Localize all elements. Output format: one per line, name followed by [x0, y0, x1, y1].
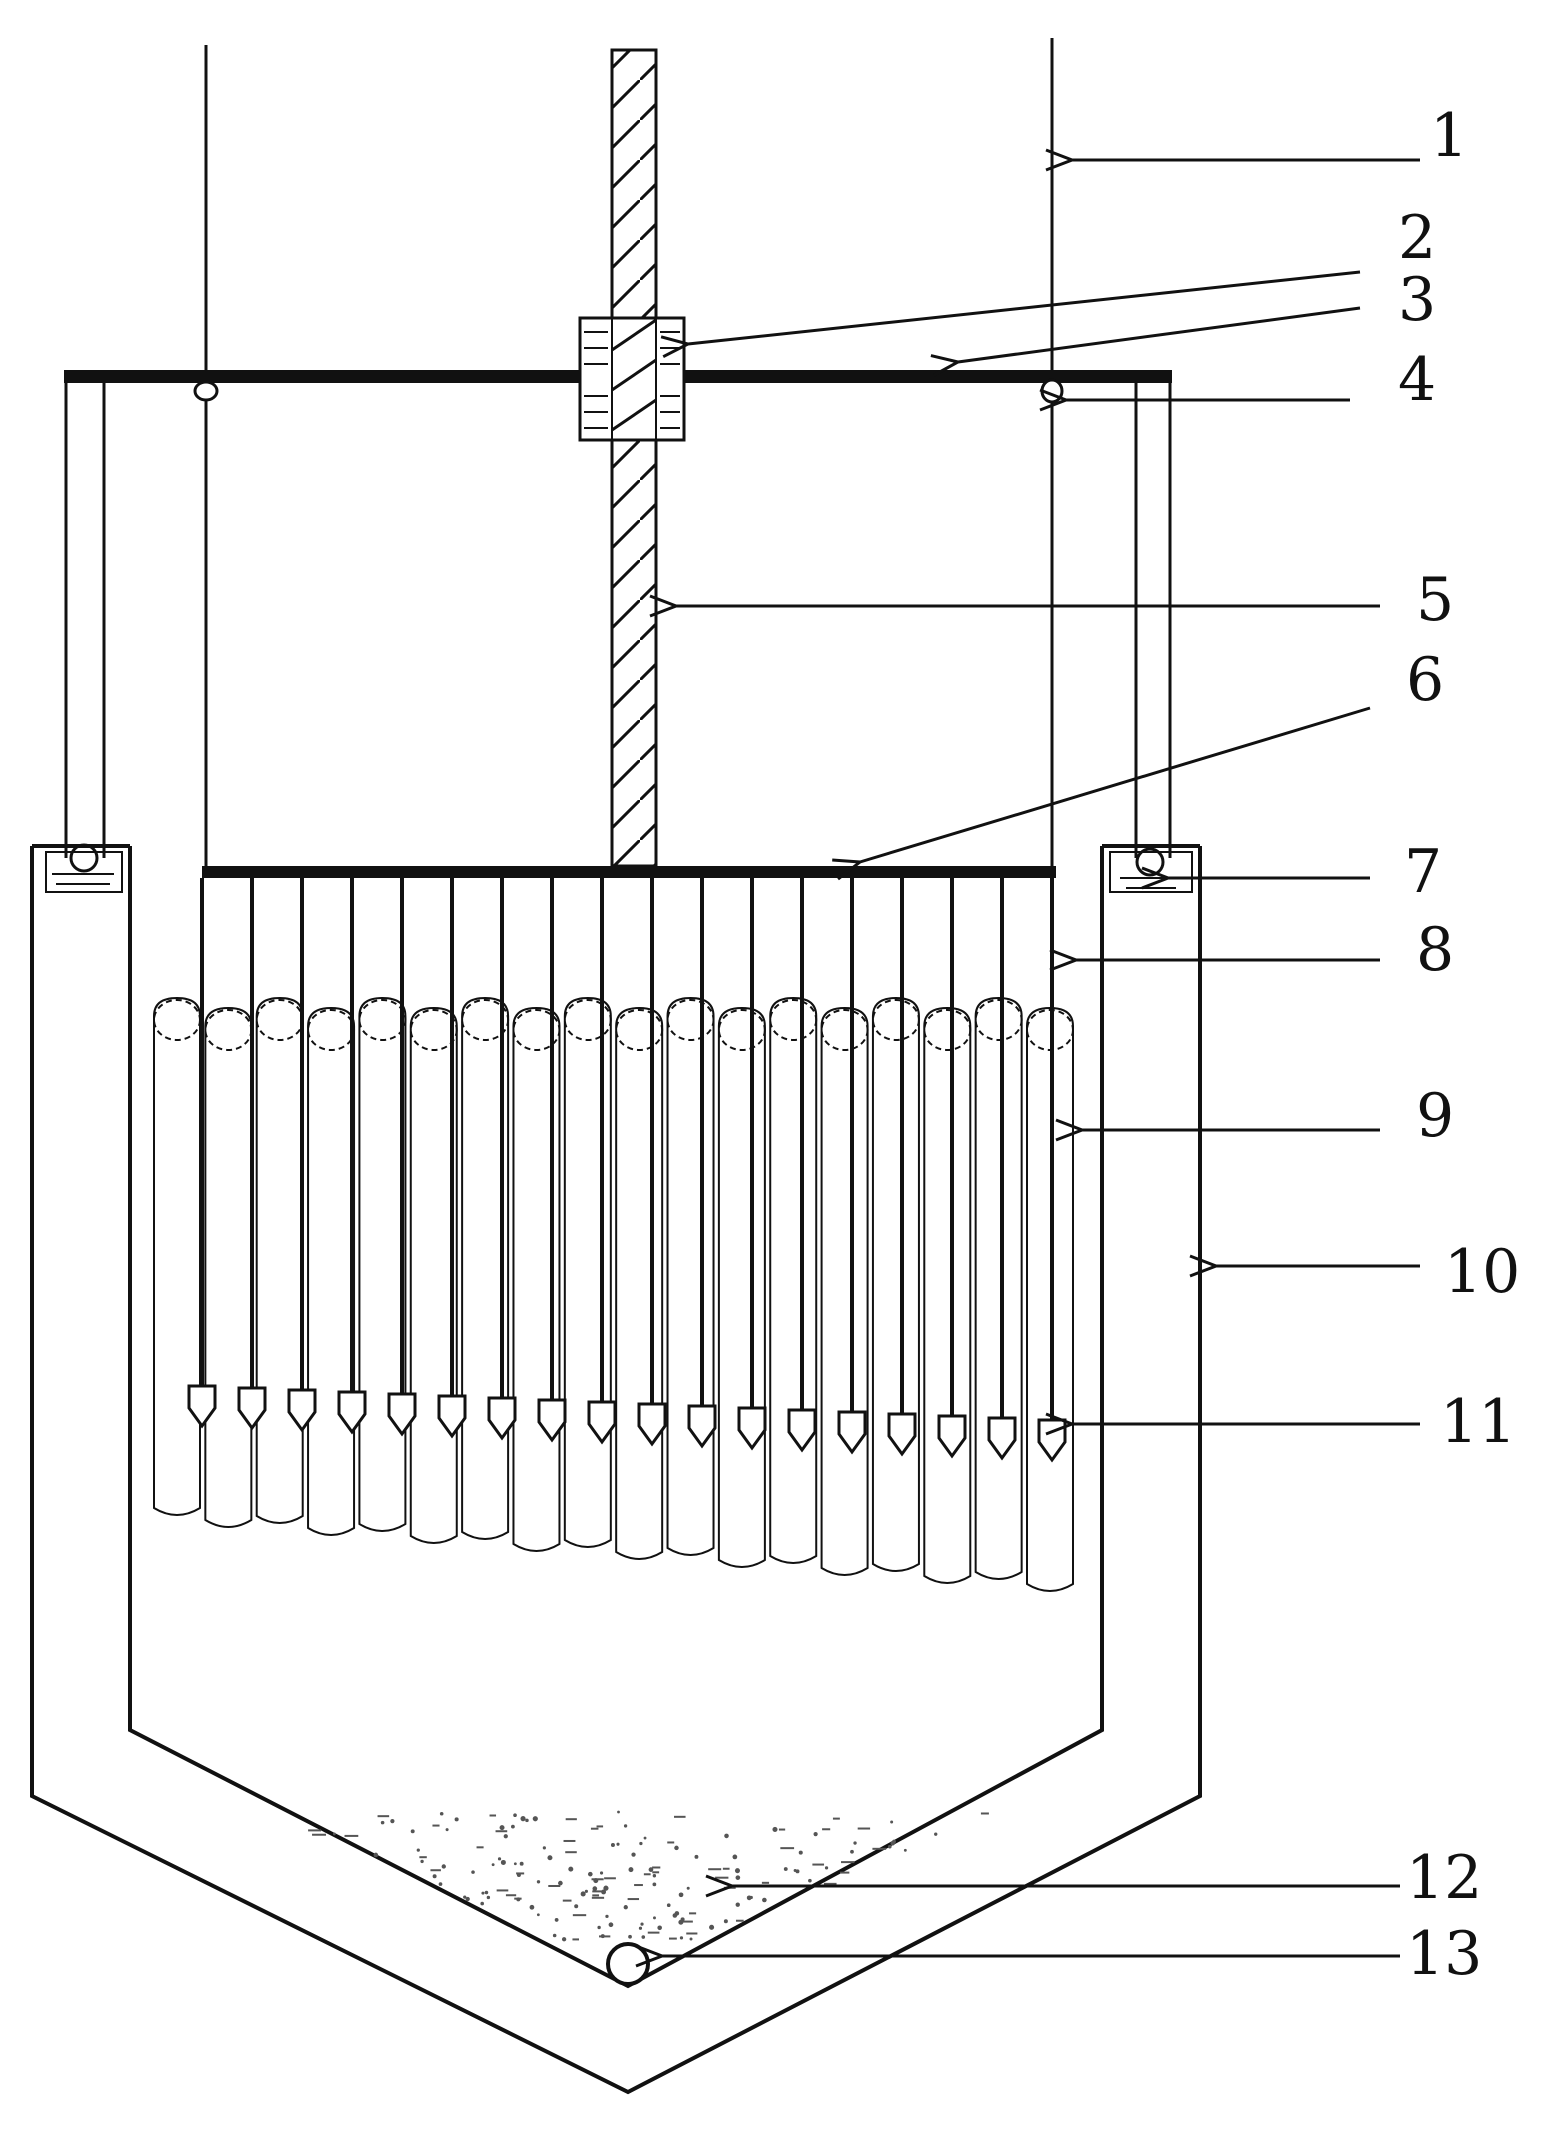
electrode-tip: [337, 1390, 367, 1435]
sleeve-cylinder: [255, 996, 304, 1524]
electrode-tip: [987, 1416, 1017, 1461]
sleeve-cylinder: [153, 996, 201, 1516]
electrode-tip: [637, 1402, 667, 1447]
leader-2: [688, 270, 1361, 344]
callout-3: 3: [1398, 265, 1436, 335]
sleeve-cylinder-top: [820, 1009, 869, 1051]
electrode-tip: [537, 1398, 567, 1443]
leader-3: [958, 306, 1361, 362]
sleeve-cylinder: [666, 996, 715, 1556]
electrode-tip: [437, 1394, 467, 1439]
sleeve-cylinder-top: [307, 1009, 356, 1051]
electrode-tip: [187, 1384, 217, 1429]
sleeve-cylinder-top: [204, 1009, 253, 1051]
sleeve-cylinder-top: [615, 1009, 664, 1051]
drain-valve[interactable]: [606, 1942, 650, 1986]
callout-9: 9: [1416, 1081, 1454, 1151]
lower-plate: [202, 866, 1056, 878]
callout-4: 4: [1398, 345, 1436, 415]
electrode-tip: [1037, 1418, 1067, 1463]
screw-rod: [610, 48, 658, 868]
callout-10: 10: [1444, 1237, 1520, 1307]
sleeve-cylinder-top: [153, 999, 201, 1041]
sleeve-cylinder-top: [871, 999, 920, 1041]
electrode-tip: [587, 1400, 617, 1445]
callout-1: 1: [1430, 101, 1468, 171]
sleeve-cylinder: [923, 1006, 972, 1584]
callout-2: 2: [1398, 203, 1436, 273]
sleeve-cylinder: [461, 996, 510, 1540]
sediment: [308, 1810, 989, 1942]
outer-vessel: [30, 846, 1202, 2095]
sleeve-cylinder: [358, 996, 407, 1532]
callout-12: 12: [1406, 1843, 1482, 1913]
nut-sleeve: [578, 316, 686, 442]
sleeve-cylinder: [409, 1006, 458, 1544]
electrode-tip: [887, 1412, 917, 1457]
callout-8: 8: [1416, 915, 1454, 985]
sleeve-cylinder: [563, 996, 612, 1548]
sleeve-cylinder-top: [461, 999, 510, 1041]
callout-5: 5: [1416, 565, 1454, 635]
sleeve-cylinder: [769, 996, 818, 1564]
electrode-tip: [787, 1408, 817, 1453]
sleeve-cylinder-top: [717, 1009, 766, 1051]
electrode-tip: [487, 1396, 517, 1441]
sleeve-cylinder: [820, 1006, 869, 1576]
sleeve-cylinder-top: [666, 999, 715, 1041]
sleeve-cylinder-top: [563, 999, 612, 1041]
electrode-tip: [937, 1414, 967, 1459]
sleeve-cylinder-top: [512, 1009, 561, 1051]
sleeve-cylinder: [615, 1006, 664, 1560]
sleeve-cylinder: [204, 1006, 253, 1528]
leader-6: [860, 706, 1371, 862]
callout-11: 11: [1440, 1387, 1516, 1457]
sleeve-cylinder-top: [409, 1009, 458, 1051]
sleeve-cylinder-top: [974, 999, 1023, 1041]
sleeve-cylinder: [974, 996, 1023, 1580]
sleeve-cylinder-top: [255, 999, 304, 1041]
right-pulley: [1040, 378, 1064, 404]
sleeve-cylinder: [1026, 1006, 1074, 1592]
sleeve-cylinder: [307, 1006, 356, 1536]
electrode-tip: [387, 1392, 417, 1437]
sleeve-cylinder: [871, 996, 920, 1572]
electrode-tip: [837, 1410, 867, 1455]
callout-7: 7: [1404, 837, 1442, 907]
electrode-tip: [237, 1386, 267, 1431]
electrode-tip: [737, 1406, 767, 1451]
callout-13: 13: [1406, 1919, 1482, 1989]
right-contact-cup: [1109, 847, 1193, 893]
left-pulley: [193, 380, 219, 402]
sleeve-cylinder: [512, 1006, 561, 1552]
electrode-tip: [687, 1404, 717, 1449]
sleeve-cylinder-top: [769, 999, 818, 1041]
left-contact-cup: [45, 843, 123, 893]
sleeve-cylinder-top: [358, 999, 407, 1041]
callout-6: 6: [1406, 645, 1444, 715]
electrode-tip: [287, 1388, 317, 1433]
sleeve-cylinder-top: [923, 1009, 972, 1051]
sleeve-cylinder: [717, 1006, 766, 1568]
